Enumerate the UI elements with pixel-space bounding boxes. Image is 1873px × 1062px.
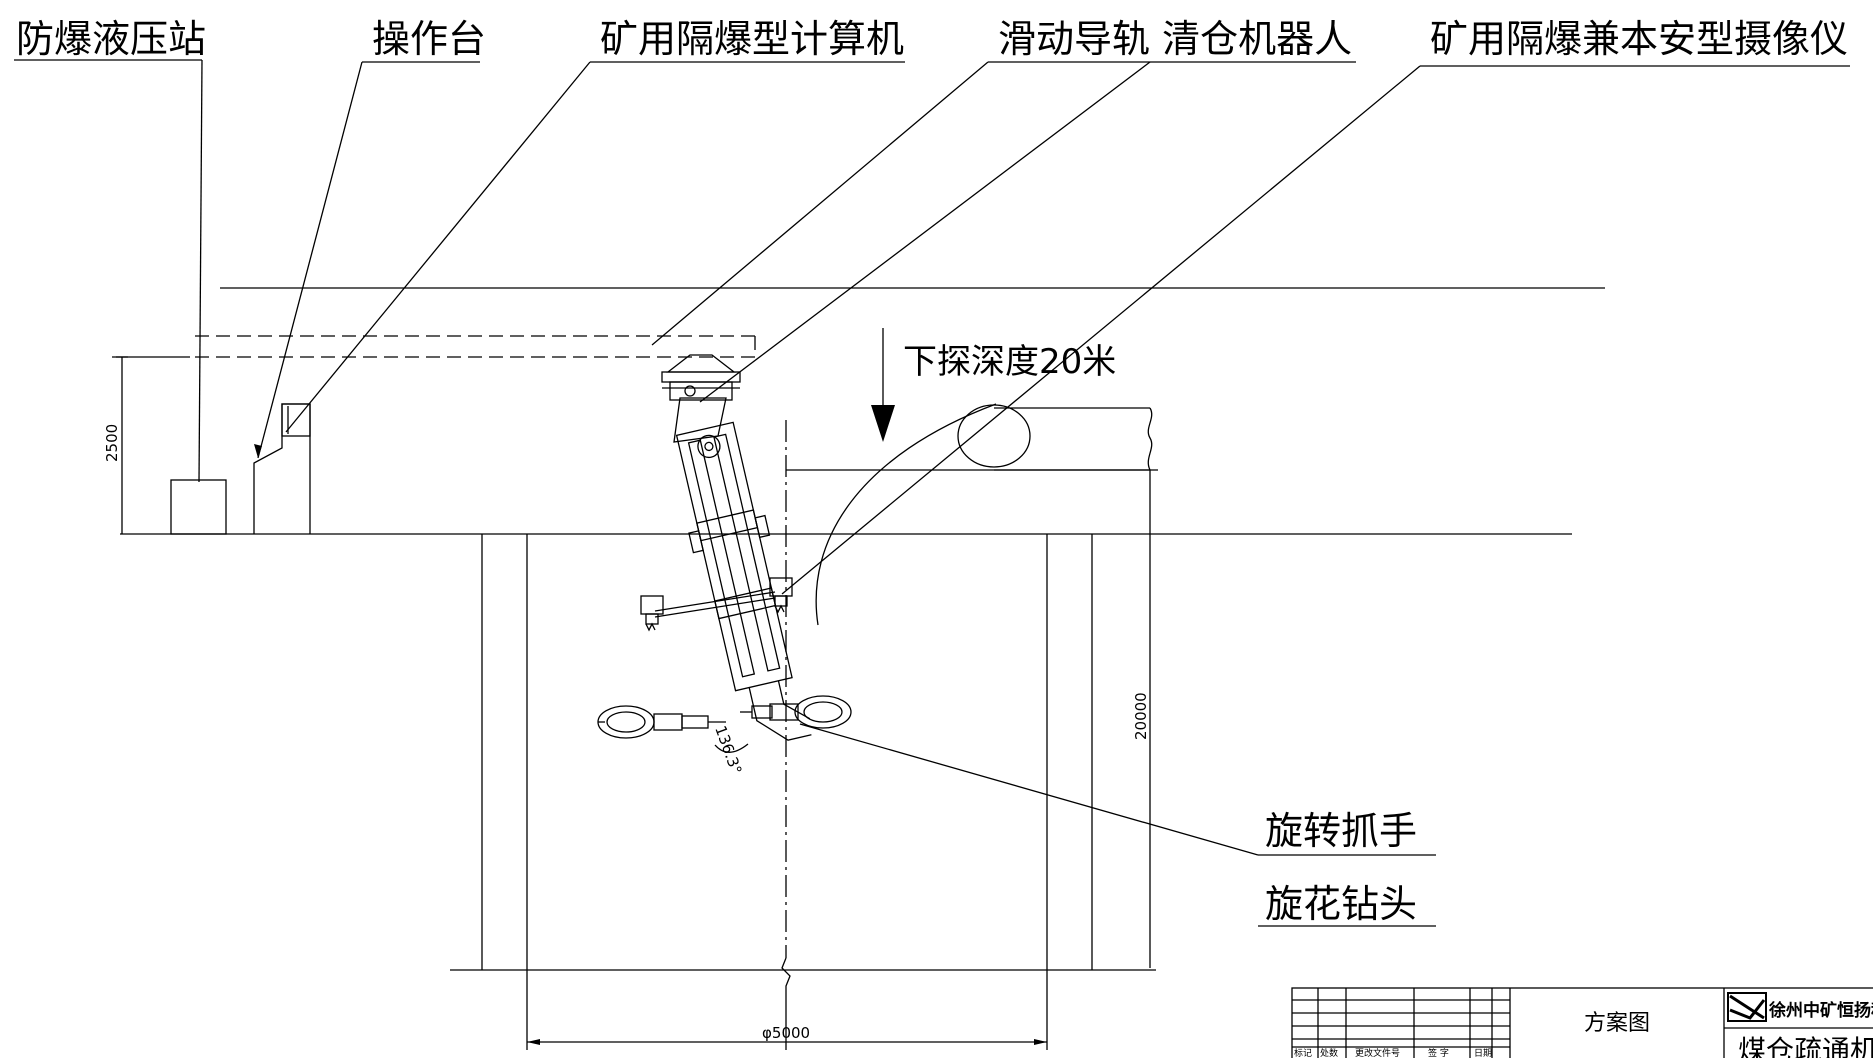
- console-body: [253, 403, 311, 534]
- label-rotary-gripper: 旋转抓手: [1265, 809, 1417, 853]
- company-logo-icon: [1727, 992, 1767, 1022]
- depth-note-text: 下探深度20米: [903, 342, 1116, 382]
- dimension-height: 2500: [103, 356, 190, 534]
- tb-col-4: 日期: [1474, 1048, 1492, 1058]
- robot-trolley: [661, 354, 741, 401]
- gripper-left: [597, 705, 726, 739]
- label-camera: 矿用隔爆兼本安型摄像仪: [1430, 17, 1848, 61]
- tb-col-2: 更改文件号: [1355, 1047, 1400, 1058]
- dimension-depth: 20000: [786, 469, 1158, 968]
- drawing-type-text: 方案图: [1584, 1011, 1650, 1036]
- company-name-text: 徐州中矿恒扬科技: [1768, 1000, 1873, 1021]
- coal-bin-walls: [450, 534, 1156, 971]
- robot: 136.3°: [597, 354, 852, 777]
- axis-break: [781, 957, 791, 1050]
- label-rail-robot: 滑动导轨 清仓机器人: [998, 17, 1352, 61]
- callout-hydraulic-station: 防爆液压站: [14, 17, 206, 483]
- label-computer: 矿用隔爆型计算机: [600, 17, 904, 61]
- callout-console: 操作台: [254, 17, 486, 459]
- dim-depth-text: 20000: [1132, 692, 1150, 740]
- tb-col-0: 标记: [1294, 1047, 1312, 1058]
- hydraulic-station-box: [170, 479, 227, 535]
- sliding-rail-dashed: [195, 335, 756, 358]
- angle-arc: [714, 743, 749, 753]
- label-console: 操作台: [372, 17, 486, 61]
- label-drill-bit: 旋花钻头: [1265, 882, 1417, 926]
- depth-arrow: 下探深度20米: [871, 328, 1116, 442]
- label-hydraulic-station: 防爆液压站: [16, 17, 206, 61]
- dim-height-text: 2500: [103, 424, 121, 462]
- tb-col-3: 签 字: [1428, 1047, 1449, 1058]
- callout-gripper: 旋转抓手 旋花钻头: [799, 723, 1436, 927]
- callout-computer: 矿用隔爆型计算机: [285, 17, 905, 433]
- dim-diameter-text: φ5000: [762, 1024, 810, 1042]
- callout-camera: 矿用隔爆兼本安型摄像仪: [781, 17, 1850, 595]
- gripper-right: [740, 695, 852, 729]
- tb-col-1: 处数: [1320, 1047, 1338, 1058]
- swing-arc: [815, 403, 997, 626]
- angle-text: 136.3°: [711, 723, 745, 777]
- dimension-diameter: φ5000: [526, 970, 1048, 1050]
- camera-mount: [640, 577, 793, 632]
- robot-arm: [675, 421, 812, 741]
- conveyor-tube: [957, 404, 1153, 471]
- title-block: 标记 处数 更改文件号 签 字 日期 方案图 徐州中矿恒扬科技 煤仓疏通机: [1291, 987, 1873, 1062]
- product-name-text: 煤仓疏通机: [1738, 1034, 1873, 1058]
- callout-rail-robot: 滑动导轨 清仓机器人: [651, 17, 1356, 403]
